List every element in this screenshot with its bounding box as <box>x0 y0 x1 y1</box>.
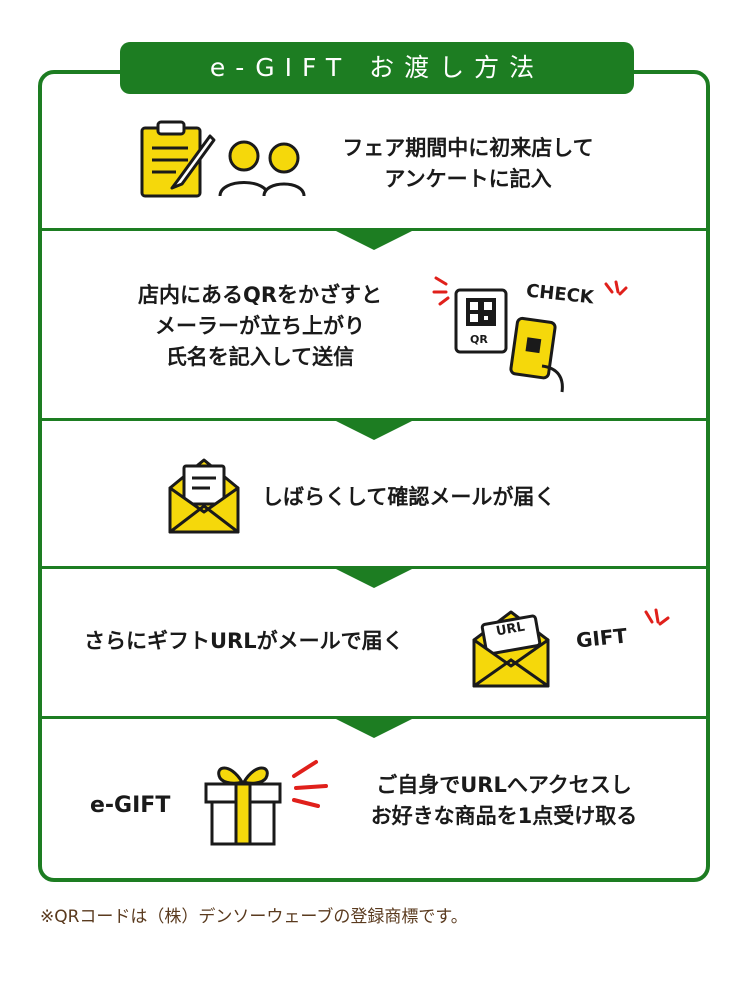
arrow-down-icon <box>334 420 414 440</box>
emphasis-lines-icon <box>292 760 328 808</box>
step2-line2: メーラーが立ち上がり <box>155 314 365 338</box>
trademark-footnote: ※QRコードは（株）デンソーウェーブの登録商標です。 <box>40 907 468 927</box>
step5-text: ご自身でURLへアクセスし お好きな商品を1点受け取る <box>344 770 664 832</box>
people-icon <box>218 140 306 197</box>
qr-label: QR <box>470 333 488 346</box>
gift-box-icon <box>204 766 282 846</box>
divider-4 <box>42 716 706 719</box>
arrow-down-icon <box>334 230 414 250</box>
emphasis-lines-icon <box>644 608 670 626</box>
step2-line3: 氏名を記入して送信 <box>165 345 355 369</box>
step3-text: しばらくして確認メールが届く <box>262 485 556 509</box>
step5-line2: お好きな商品を1点受け取る <box>370 804 638 828</box>
steps-frame <box>38 70 710 882</box>
clipboard-pen-icon <box>140 120 216 198</box>
step1-text: フェア期間中に初来店して アンケートに記入 <box>318 133 618 195</box>
step2-line1: 店内にあるQRをかざすと <box>137 283 383 307</box>
envelope-url-icon <box>472 610 550 688</box>
divider-3 <box>42 566 706 569</box>
step5-line1: ご自身でURLへアクセスし <box>376 773 632 797</box>
envelope-letter-icon <box>168 458 240 534</box>
page-title: e-GIFT お渡し方法 <box>120 42 634 94</box>
arrow-down-icon <box>334 718 414 738</box>
step2-text: 店内にあるQRをかざすと メーラーが立ち上がり 氏名を記入して送信 <box>100 280 420 373</box>
step1-line1: フェア期間中に初来店して <box>342 136 594 160</box>
step1-line2: アンケートに記入 <box>384 167 552 191</box>
divider-2 <box>42 418 706 421</box>
arrow-down-icon <box>334 568 414 588</box>
step4-text: さらにギフトURLがメールで届く <box>84 629 404 653</box>
egift-label: e-GIFT <box>90 793 171 818</box>
qr-scan-icon <box>432 276 564 393</box>
divider-1 <box>42 228 706 231</box>
emphasis-lines-icon <box>604 280 628 296</box>
